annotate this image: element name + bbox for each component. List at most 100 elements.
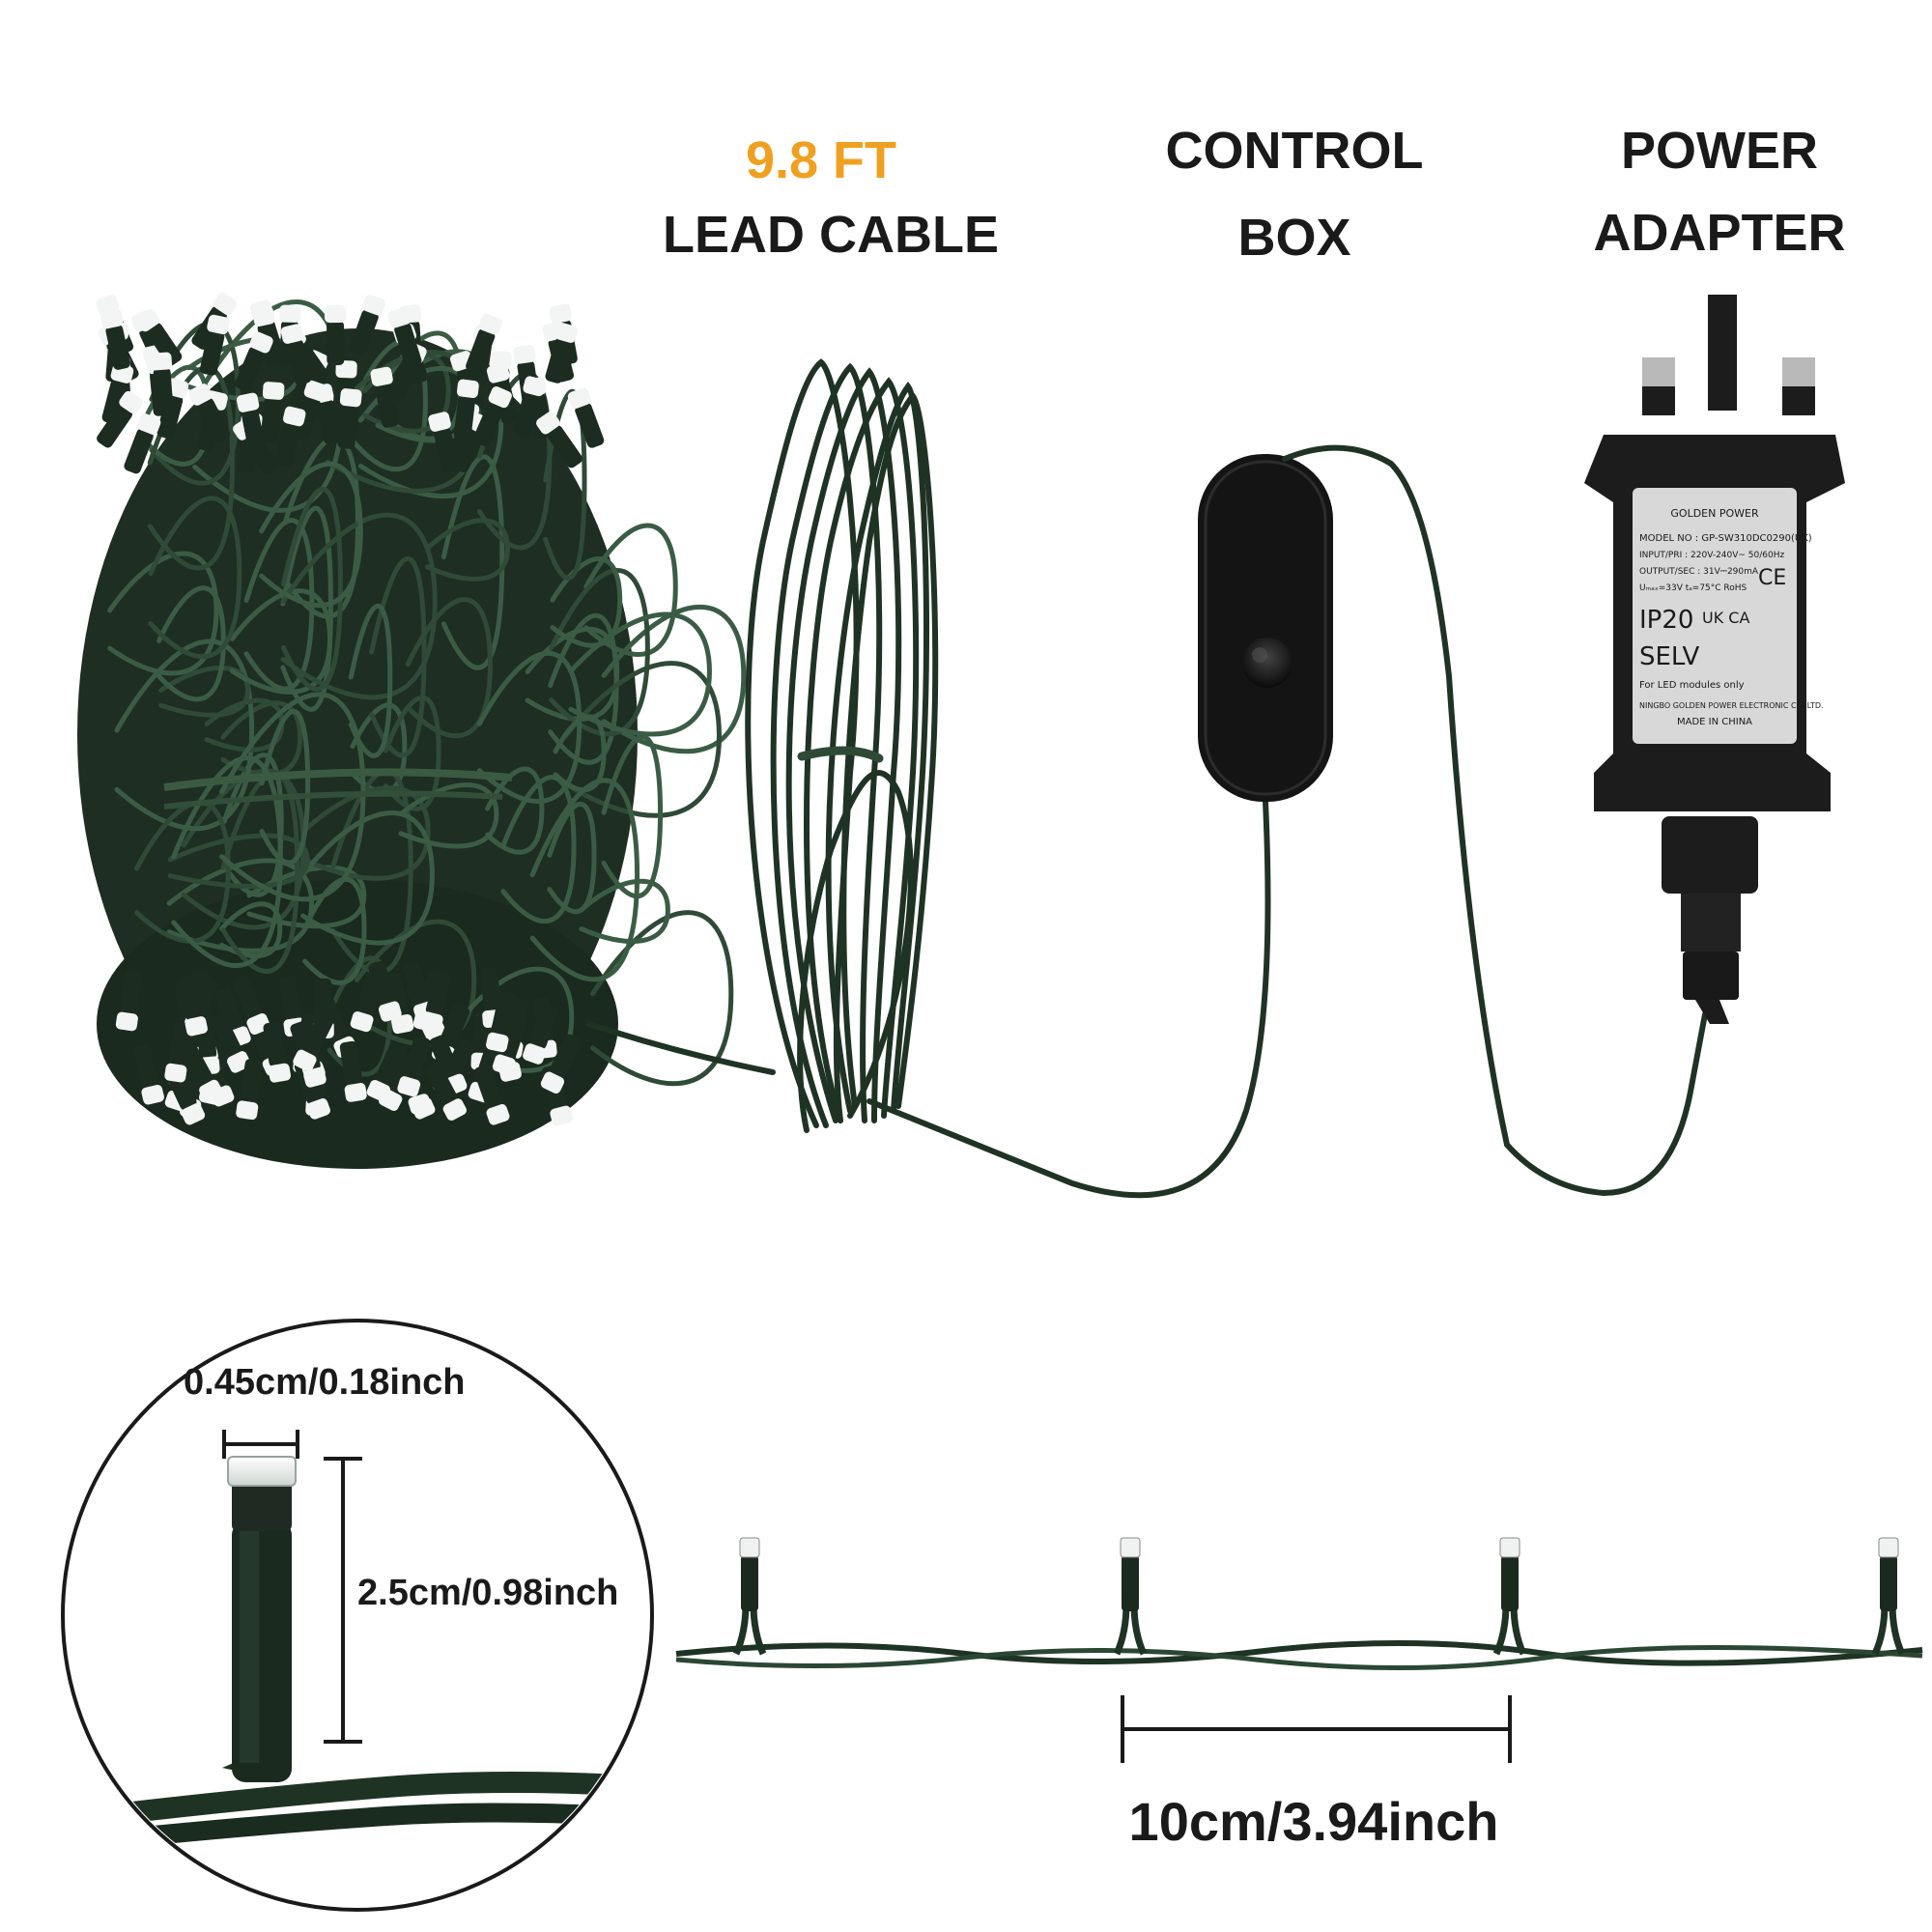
led-bulb: [293, 1012, 334, 1072]
adapter-note: For LED modules only: [1639, 680, 1745, 691]
bundle-wire-loop: [529, 778, 640, 982]
lead-cable-heading: LEAD CABLE: [663, 206, 999, 264]
adapter-ip-rating: IP20: [1639, 606, 1693, 635]
led-bulb: [115, 970, 143, 1032]
bundle-wire-loop: [362, 352, 451, 434]
adapter-ukca: UK CA: [1702, 609, 1749, 627]
bulb-spacing-dimension: 10cm/3.94inch: [1128, 1791, 1499, 1852]
led-bulb: [428, 412, 460, 473]
bundle-wire-loop: [280, 512, 438, 700]
led-bulb: [178, 975, 208, 1037]
led-bulb: [472, 386, 512, 446]
led-bulb: [150, 352, 174, 413]
led-bulb: [453, 379, 479, 440]
lead-cable-coil: [586, 358, 1271, 1199]
adapter-selv: SELV: [1639, 642, 1700, 671]
adapter-ce-mark: CE: [1758, 566, 1786, 590]
power-adapter-heading-2: ADAPTER: [1593, 204, 1846, 262]
led-bulb: [339, 1040, 367, 1102]
control-box: [1198, 454, 1333, 802]
adapter-brand: GOLDEN POWER: [1670, 507, 1759, 520]
bundle-wire-loop: [476, 651, 582, 805]
led-bulb: [486, 991, 516, 1053]
led-bulb: [100, 308, 130, 370]
led-bulb: [523, 1004, 558, 1065]
adapter-output: OUTPUT/SEC : 31V⎓290mA: [1639, 567, 1759, 577]
control-box-switch: [1242, 638, 1293, 688]
control-box-heading-2: BOX: [1237, 209, 1351, 267]
bundle-wire-loop: [547, 802, 597, 915]
bundle-wire-loop: [219, 901, 283, 959]
led-bulb: [473, 1065, 510, 1125]
led-bulb: [337, 388, 362, 449]
bundle-wire-loop: [167, 833, 310, 889]
bundle-wire-loop: [405, 597, 493, 739]
led-bulb: [235, 331, 273, 392]
led-bulb: [324, 305, 347, 366]
adapter-model: MODEL NO : GP-SW310DC0290(UK): [1639, 533, 1812, 544]
bundle-wire-loop: [158, 665, 250, 718]
bundle-wire-loop: [590, 910, 734, 1087]
led-bulb: [387, 307, 422, 368]
power-adapter: [1584, 295, 1845, 1024]
bundle-wire-loop: [134, 800, 231, 944]
control-box-heading-1: CONTROL: [1165, 122, 1424, 180]
led-bulb: [124, 413, 161, 474]
led-bulb: [236, 392, 266, 454]
bundle-wire-loop: [583, 523, 678, 657]
bundle-wire-loop: [424, 518, 511, 582]
led-bulb: [180, 1043, 223, 1102]
bundle-wire-loop: [369, 556, 427, 758]
strip-led-bulb: [1492, 1537, 1527, 1656]
lead-length-heading: 9.8 FT: [745, 131, 897, 189]
bundle-wire-loop: [579, 878, 670, 945]
led-bulb: [280, 324, 312, 385]
led-bulb: [135, 308, 183, 366]
led-bulb: [274, 406, 306, 468]
bundle-wire-loop: [568, 611, 712, 737]
bundle-wire-loop: [500, 775, 577, 924]
bundle-wire-loop: [352, 339, 428, 472]
bundle-wire-loop: [259, 708, 311, 866]
bundle-wire-loop: [549, 568, 650, 737]
led-bulb: [540, 1034, 582, 1094]
bundle-wire-loop: [440, 454, 505, 670]
led-bulb: [466, 313, 502, 374]
bulb-detail-circle: [61, 1319, 654, 1912]
bulb-height-dimension: 2.5cm/0.98inch: [357, 1573, 619, 1613]
power-adapter-heading-1: POWER: [1620, 122, 1818, 180]
led-bulb: [397, 1036, 431, 1097]
strip-led-bulb: [732, 1537, 767, 1656]
led-bulb: [188, 384, 231, 442]
adapter-maker: NINGBO GOLDEN POWER ELECTRONIC CO.,LTD.: [1639, 701, 1824, 710]
strip-led-bulb: [1871, 1537, 1906, 1656]
bundle-wire-loop: [229, 588, 333, 695]
led-bulb: [97, 390, 143, 448]
bundle-wire-loop: [553, 714, 607, 792]
led-bulb: [514, 376, 547, 438]
bundle-wire-loop: [302, 876, 367, 985]
bundle-wire-loop: [220, 771, 300, 974]
bundle-wire-loop: [563, 661, 722, 818]
bundle-wire-loop: [601, 734, 664, 899]
led-bulb: [366, 1041, 407, 1102]
bundle-wire-loop: [543, 388, 587, 581]
led-bulb: [536, 412, 583, 469]
led-bulb: [261, 382, 285, 442]
led-bulb: [199, 314, 230, 376]
adapter-rating-label: [1633, 488, 1797, 744]
adapter-origin: MADE IN CHINA: [1677, 717, 1752, 727]
bulb-spacing-strip: [675, 1537, 1923, 1763]
bulb-width-dimension: 0.45cm/0.18inch: [184, 1362, 466, 1403]
bundle-wire-loop: [398, 782, 499, 849]
led-light-bundle: [77, 293, 747, 1169]
control-to-adapter-cable: [1282, 444, 1708, 1197]
bundle-wire-loop: [550, 556, 623, 648]
led-bulb: [133, 1043, 164, 1105]
led-bulb: [420, 971, 452, 1032]
led-bulb: [236, 1059, 263, 1121]
adapter-input: INPUT/PRI : 220V-240V~ 50/60Hz: [1639, 551, 1785, 560]
led-bulb: [263, 1021, 292, 1083]
bundle-wire-loop: [354, 919, 477, 1047]
